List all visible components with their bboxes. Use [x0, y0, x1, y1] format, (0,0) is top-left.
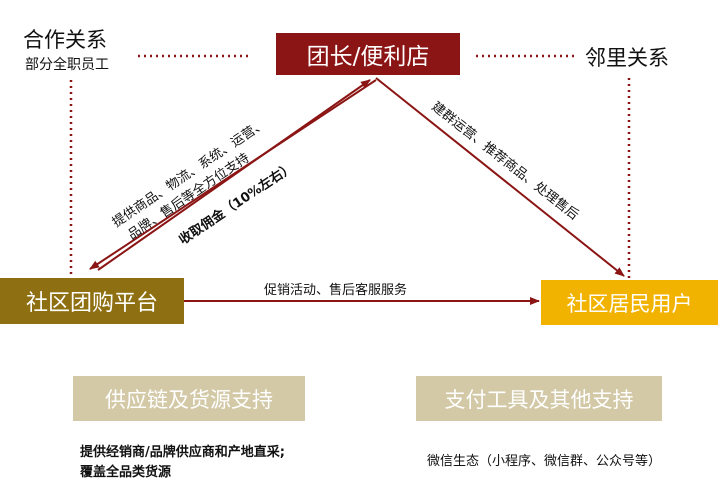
payment-support-label: 支付工具及其他支持 [444, 387, 634, 412]
platform-label: 社区团购平台 [25, 291, 158, 316]
supply-detail-line1: 提供经销商/品牌供应商和产地直采; [80, 445, 285, 460]
leader-to-platform-arrow [89, 79, 377, 270]
leader-to-resident-arrow [375, 77, 625, 277]
neighbor-relation-title: 邻里关系 [585, 46, 669, 70]
leader-store-node: 团长/便利店 [276, 33, 460, 75]
payment-detail-line: 微信生态（小程序、微信群、公众号等） [427, 454, 662, 469]
promotion-service-label: 促销活动、售后客服服务 [264, 283, 408, 298]
leader-store-label: 团长/便利店 [306, 44, 430, 70]
resident-label: 社区居民用户 [566, 291, 693, 316]
resident-node: 社区居民用户 [541, 280, 718, 325]
payment-support-box: 支付工具及其他支持 [416, 376, 662, 421]
supply-chain-label: 供应链及货源支持 [105, 387, 273, 412]
platform-node: 社区团购平台 [0, 278, 184, 324]
cooperation-relation-title: 合作关系 [23, 28, 107, 52]
supply-detail-line2: 覆盖全品类货源 [80, 465, 172, 480]
supply-chain-box: 供应链及货源支持 [73, 376, 305, 421]
cooperation-relation-subtitle: 部分全职员工 [25, 57, 109, 73]
